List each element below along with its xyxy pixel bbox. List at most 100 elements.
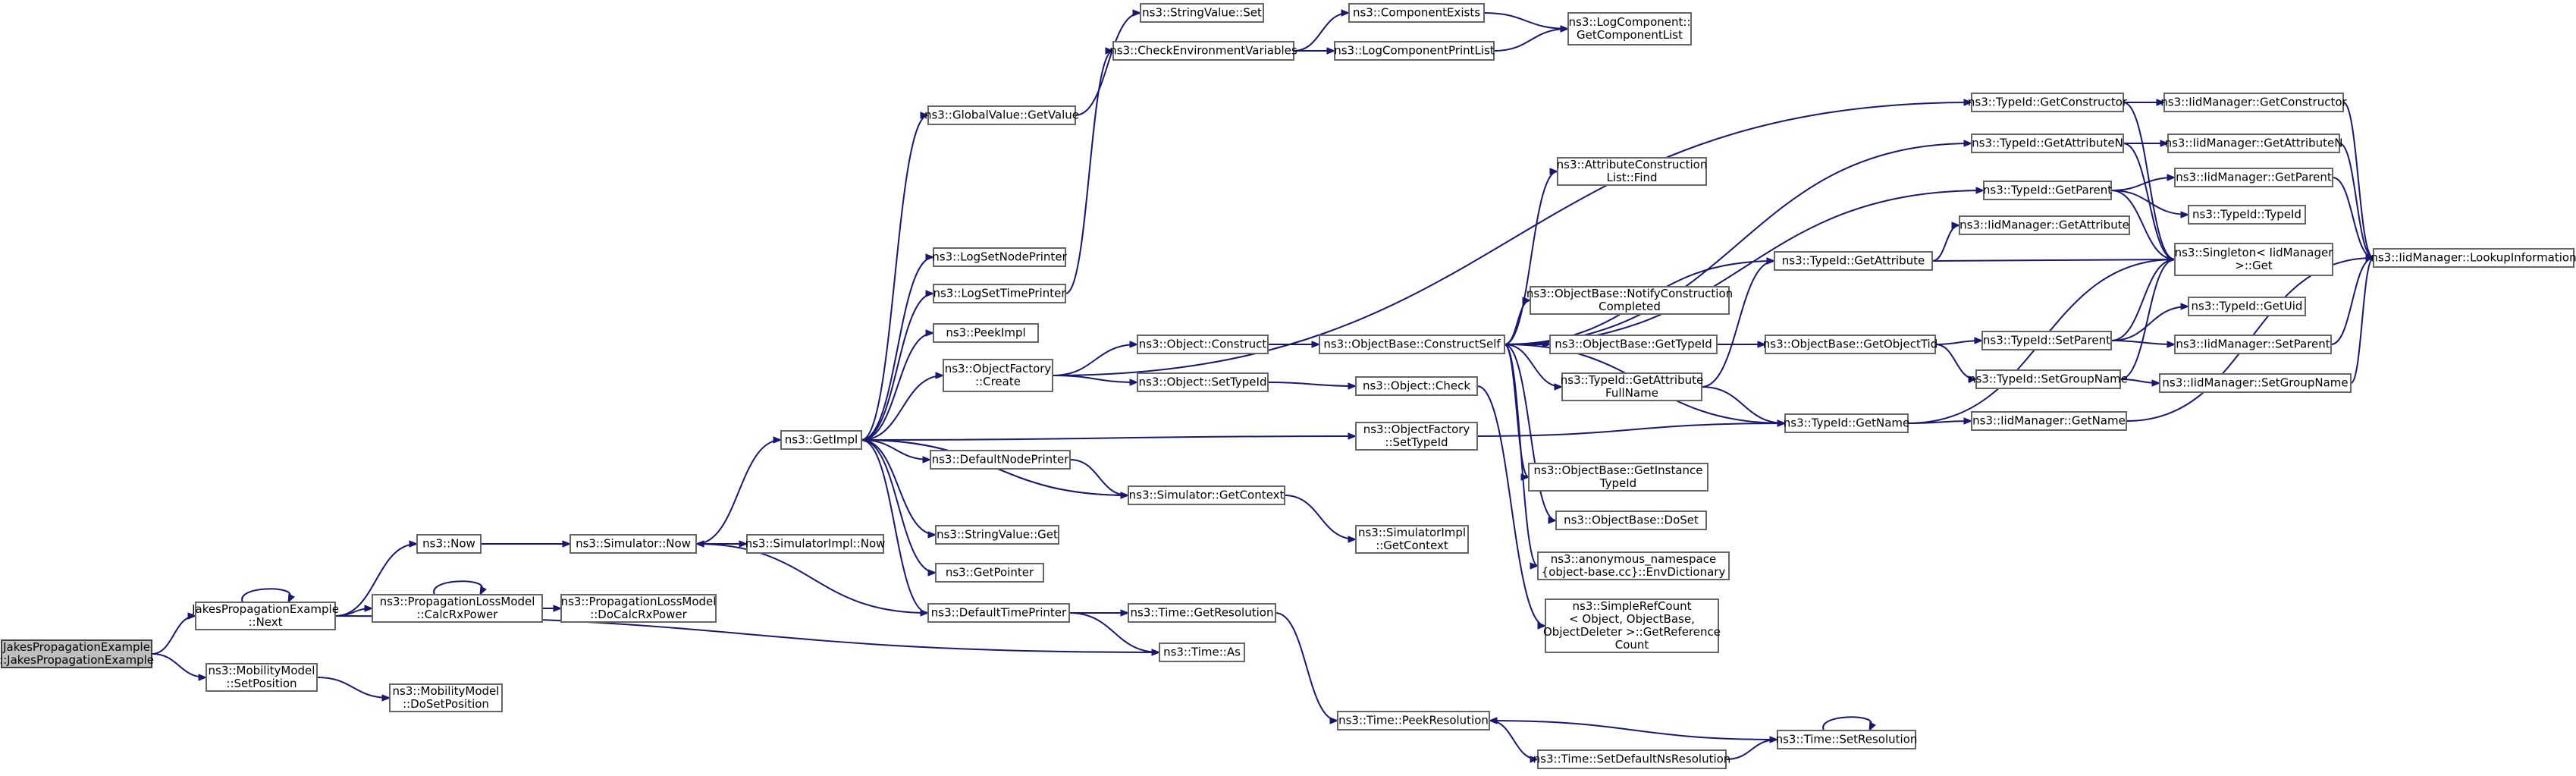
- graph-node[interactable]: ns3::ObjectBase::GetObjectTid: [1763, 335, 1937, 354]
- edge-line: [1293, 12, 1350, 52]
- graph-node[interactable]: ns3::LogSetTimePrinter: [933, 284, 1066, 303]
- edge-arrowhead: [2167, 256, 2176, 263]
- edge-line: [2342, 102, 2374, 259]
- graph-node[interactable]: ns3::DefaultTimePrinter: [927, 603, 1070, 623]
- graph-node[interactable]: ns3::ComponentExists: [1348, 3, 1485, 23]
- graph-edge: [861, 439, 937, 539]
- node-label: ns3::TypeId::GetConstructor: [1968, 96, 2128, 109]
- graph-node[interactable]: JakesPropagationExample::JakesPropagatio…: [0, 639, 154, 668]
- graph-node[interactable]: ns3::TypeId::SetGroupName: [1969, 369, 2128, 389]
- graph-node[interactable]: ns3::GetImpl: [780, 430, 862, 450]
- graph-node[interactable]: ns3::Singleton< IidManager >::Get: [2174, 243, 2334, 276]
- graph-node[interactable]: ns3::IidManager::GetParent: [2174, 168, 2333, 187]
- edge-arrowhead: [1129, 379, 1139, 386]
- graph-node[interactable]: ns3::Time::As: [1159, 642, 1245, 662]
- graph-node[interactable]: ns3::GlobalValue::GetValue: [924, 105, 1079, 125]
- graph-node[interactable]: ns3::SimulatorImpl::GetContext: [1355, 525, 1469, 554]
- graph-node[interactable]: ns3::Simulator::GetContext: [1128, 485, 1285, 505]
- graph-node[interactable]: ns3::PeekImpl: [933, 323, 1039, 343]
- graph-edge: [2123, 99, 2166, 106]
- node-box: [927, 603, 1070, 623]
- graph-edge: [2110, 174, 2176, 191]
- graph-node[interactable]: JakesPropagationExample::Next: [191, 602, 339, 630]
- node-label: ::Create: [975, 375, 1021, 388]
- graph-node[interactable]: ns3::IidManager::GetName: [1971, 411, 2127, 431]
- graph-node[interactable]: ns3::Time::SetDefaultNsResolution: [1533, 749, 1731, 769]
- node-box: [1959, 215, 2130, 235]
- graph-node[interactable]: ns3::Object::SetTypeId: [1137, 372, 1269, 392]
- edge-line: [1931, 225, 1960, 262]
- graph-node[interactable]: ns3::MobilityModel::DoSetPosition: [389, 683, 503, 712]
- graph-node[interactable]: ns3::StringValue::Set: [1140, 3, 1264, 23]
- graph-node[interactable]: ns3::DefaultNodePrinter: [930, 450, 1071, 470]
- node-box: [569, 534, 697, 554]
- graph-node[interactable]: ns3::ObjectBase::NotifyConstructionCompl…: [1526, 286, 1733, 315]
- edge-line: [861, 332, 934, 441]
- node-box: [1557, 157, 1707, 186]
- graph-node[interactable]: ns3::CheckEnvironmentVariables: [1109, 41, 1297, 61]
- node-box: [1983, 181, 2112, 200]
- edge-arrowhead: [1530, 562, 1539, 570]
- graph-node[interactable]: ns3::anonymous_namespace{object-base.cc}…: [1537, 551, 1730, 580]
- graph-node[interactable]: ns3::Object::Construct: [1137, 335, 1269, 354]
- graph-edge: [334, 540, 419, 617]
- graph-edge: [1293, 9, 1351, 52]
- graph-node[interactable]: ns3::Time::GetResolution: [1128, 603, 1276, 623]
- graph-node[interactable]: ns3::TypeId::GetName: [1784, 413, 1909, 433]
- graph-node[interactable]: ns3::LogComponentPrintList: [1334, 41, 1495, 61]
- graph-node[interactable]: ns3::MobilityModel::SetPosition: [206, 663, 318, 692]
- edge-arrowhead: [2365, 254, 2375, 262]
- graph-edge: [2123, 140, 2170, 147]
- graph-node[interactable]: ns3::Time::PeekResolution: [1337, 711, 1490, 730]
- graph-node[interactable]: ns3::StringValue::Get: [935, 525, 1059, 545]
- graph-node[interactable]: ns3::TypeId::GetAttribute: [1774, 251, 1933, 271]
- graph-node[interactable]: ns3::Now: [416, 534, 482, 554]
- graph-node[interactable]: ns3::TypeId::GetUid: [2188, 297, 2306, 316]
- graph-node[interactable]: ns3::Time::SetResolution: [1776, 730, 1918, 749]
- edge-line: [1052, 102, 1972, 376]
- graph-node[interactable]: ns3::LogComponent::GetComponentList: [1567, 12, 1692, 46]
- graph-edge: [1931, 256, 2176, 263]
- graph-node[interactable]: ns3::TypeId::SetParent: [1981, 331, 2112, 350]
- node-label: ns3::TypeId::GetUid: [2192, 300, 2303, 313]
- graph-node[interactable]: ns3::Simulator::Now: [569, 534, 697, 554]
- edge-line: [151, 615, 196, 655]
- graph-node[interactable]: ns3::IidManager::SetParent: [2174, 335, 2332, 354]
- graph-node[interactable]: ns3::GetPointer: [935, 563, 1044, 583]
- graph-node[interactable]: ns3::ObjectBase::ConstructSelf: [1319, 335, 1505, 354]
- node-box: [930, 450, 1071, 470]
- node-box: [1355, 422, 1478, 451]
- node-box: [1971, 93, 2124, 112]
- graph-node[interactable]: ns3::ObjectFactory::Create: [943, 359, 1053, 392]
- graph-node[interactable]: ns3::TypeId::TypeId: [2188, 205, 2306, 225]
- node-box: [935, 563, 1044, 583]
- edge-line: [1822, 716, 1872, 731]
- graph-node[interactable]: ns3::IidManager::SetGroupName: [2159, 373, 2352, 393]
- node-box: [2174, 243, 2333, 276]
- graph-node[interactable]: ns3::Object::Check: [1355, 376, 1478, 396]
- graph-node[interactable]: ns3::SimulatorImpl::Now: [745, 534, 886, 554]
- graph-node[interactable]: ns3::IidManager::GetAttribute: [1959, 215, 2130, 235]
- graph-node[interactable]: ns3::ObjectBase::GetTypeId: [1549, 335, 1718, 354]
- graph-node[interactable]: ns3::PropagationLossModel::DoCalcRxPower: [560, 594, 717, 623]
- graph-node[interactable]: ns3::IidManager::LookupInformation: [2370, 248, 2576, 268]
- graph-node[interactable]: ns3::ObjectFactory::SetTypeId: [1355, 422, 1478, 451]
- graph-node[interactable]: ns3::LogSetNodePrinter: [932, 247, 1068, 267]
- node-box: [1549, 335, 1718, 354]
- graph-node[interactable]: ns3::IidManager::GetConstructor: [2160, 93, 2348, 112]
- graph-node[interactable]: ns3::SimpleRefCount< Object, ObjectBase,…: [1543, 598, 1721, 653]
- graph-node[interactable]: ns3::TypeId::GetParent: [1983, 181, 2112, 200]
- graph-node[interactable]: ns3::PropagationLossModel::CalcRxPower: [372, 594, 543, 623]
- graph-node[interactable]: ns3::TypeId::GetAttributeN: [1971, 134, 2124, 153]
- edge-line: [2350, 257, 2374, 384]
- node-label: ns3::StringValue::Get: [937, 528, 1058, 542]
- edge-arrowhead: [1522, 297, 1532, 304]
- graph-node[interactable]: ns3::ObjectBase::DoSet: [1555, 511, 1707, 530]
- graph-node[interactable]: ns3::IidManager::GetAttributeN: [2165, 134, 2343, 153]
- graph-node[interactable]: ns3::TypeId::GetConstructor: [1968, 93, 2128, 112]
- edge-arrowhead: [925, 253, 935, 261]
- edge-line: [861, 293, 934, 441]
